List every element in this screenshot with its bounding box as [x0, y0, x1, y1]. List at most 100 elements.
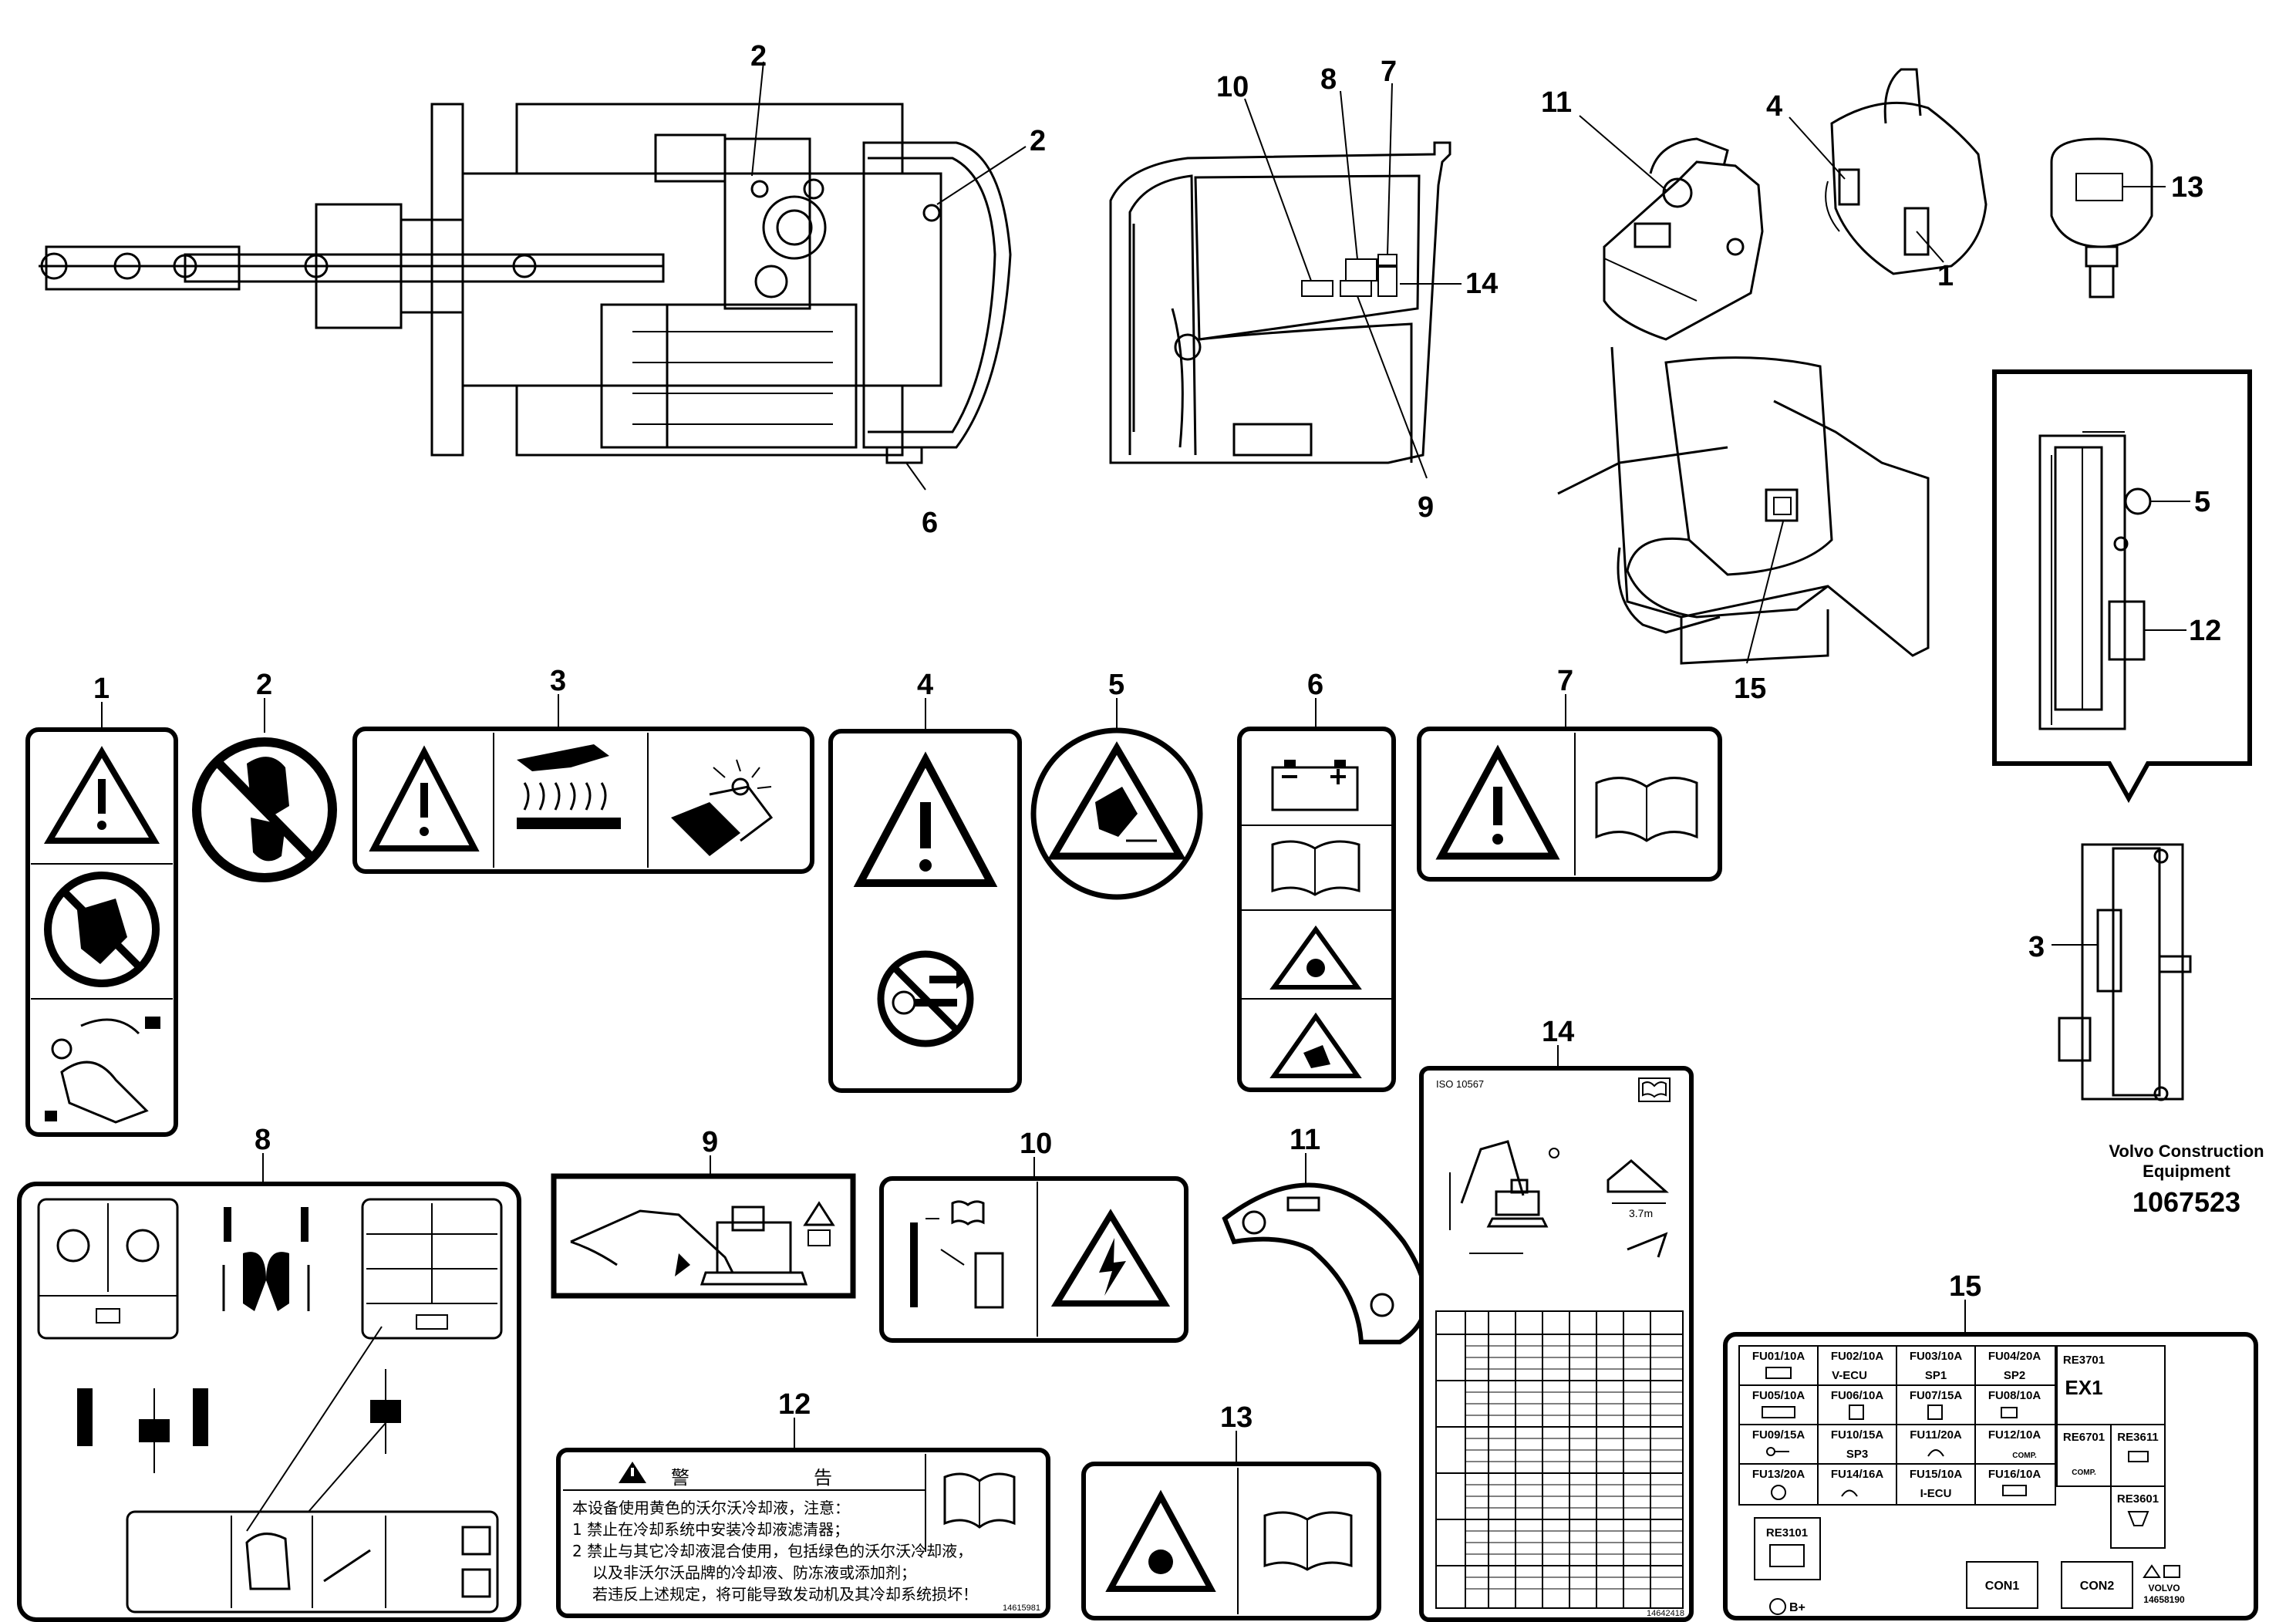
manual-icon [1271, 840, 1360, 896]
decal-4-ref: 4 [917, 669, 933, 701]
callout-11: 11 [1541, 86, 1572, 119]
relay-re3601: RE3601 [2117, 1492, 2159, 1506]
fuse-fu09: FU09/15A [1752, 1428, 1805, 1442]
lifting-capacity-chart: 3.7m [1449, 1140, 1669, 1258]
decal-10-ref: 10 [1020, 1128, 1052, 1160]
relay-ex1: EX1 [2065, 1376, 2102, 1399]
fuse-fu05: FU05/10A [1752, 1389, 1805, 1402]
decal-8: 8 [17, 1124, 521, 1622]
warning-triangle-icon [803, 1201, 835, 1246]
decal-11-ref: 11 [1290, 1124, 1320, 1156]
callout-9: 9 [1418, 491, 1434, 524]
decal-8-ref: 8 [255, 1124, 271, 1156]
decal-12-heading-left: 警 [671, 1467, 689, 1489]
b-plus-terminal: B+ [1789, 1601, 1805, 1614]
decal-1-ref: 1 [93, 673, 110, 705]
warning-triangle-icon [2143, 1564, 2161, 1578]
decal-2: 2 [192, 669, 337, 882]
battery-icon [1271, 760, 1359, 811]
manual-icon [1263, 1511, 1353, 1571]
travel-pedals-icon [222, 1207, 310, 1311]
fuse-grid [1738, 1345, 2056, 1506]
decal-12-ref: 12 [778, 1388, 811, 1421]
fuse-fu04-desc: SP2 [2004, 1369, 2025, 1382]
decal-9-ref: 9 [702, 1126, 718, 1158]
fuse-fu13: FU13/20A [1752, 1468, 1805, 1481]
decal-15: 15 FU01/10A FU02/10A V-ECU FU03/10A SP1 … [1723, 1270, 2258, 1620]
joystick-view [1825, 68, 1988, 275]
decal-12: 12 警 告 本设备使用黄色的沃尔沃冷却液，注意： 1 禁止在冷却系统中安装冷却… [556, 1388, 1050, 1618]
explosion-warning-icon [1105, 1489, 1216, 1592]
callout-5: 5 [2194, 486, 2210, 518]
callout-13: 13 [2171, 171, 2203, 204]
callout-10: 10 [1216, 71, 1249, 103]
decal-12-line-4: 以及非沃尔沃品牌的冷却液、防冻液或添加剂； [592, 1563, 916, 1582]
radiator-detail-frame [1992, 369, 2252, 804]
cab-view [1109, 141, 1451, 464]
fuse-fu15: FU15/10A [1910, 1468, 1963, 1481]
connector-con1: CON1 [1985, 1580, 2020, 1593]
decal-5-ref: 5 [1108, 669, 1124, 701]
entanglement-warning-icon [1030, 727, 1203, 900]
fuse-box-part-no: 14658190 [2143, 1594, 2185, 1605]
joystick-base-view [1603, 137, 1764, 341]
arc-decal-shape [1222, 1182, 1428, 1344]
fuse-fu15-desc: I-ECU [1920, 1487, 1952, 1500]
callout-15: 15 [1734, 673, 1766, 705]
decal-12-part-no: 14615981 [1003, 1603, 1040, 1613]
callout-6: 6 [922, 507, 938, 539]
decal-4: 4 [828, 669, 1022, 1093]
decal-12-line-5: 若违反上述规定，将可能导致发动机及其冷却系统损坏！ [592, 1585, 978, 1603]
fuse-fu03-desc: SP1 [1925, 1369, 1947, 1382]
no-hand-crush-icon [44, 872, 160, 987]
relay-re6701: RE6701 [2063, 1431, 2105, 1444]
document-info: Volvo Construction Equipment 1067523 [2082, 1141, 2291, 1219]
callout-14: 14 [1465, 268, 1498, 300]
connector-con2: CON2 [2080, 1580, 2115, 1593]
fuse-fu12: FU12/10A [1988, 1428, 2041, 1442]
callout-1: 1 [1937, 260, 1954, 292]
warning-triangle-icon [853, 751, 998, 887]
decal-7: 7 [1417, 665, 1722, 882]
decal-3: 3 [352, 665, 814, 874]
callout-7: 7 [1381, 56, 1397, 88]
manual-icon [943, 1472, 1016, 1529]
decal-14-dimension: 3.7m [1629, 1207, 1653, 1219]
decal-13: 13 [1081, 1401, 1381, 1620]
explosion-warning-icon [1269, 925, 1362, 990]
relay-re3611: RE3611 [2117, 1431, 2158, 1444]
decal-3-ref: 3 [550, 665, 566, 697]
remove-key-icon [877, 950, 974, 1047]
corrosive-warning-icon [1269, 1012, 1362, 1078]
excavator-callouts: 2 2 6 [750, 40, 1046, 539]
fuse-fu14: FU14/16A [1831, 1468, 1884, 1481]
relay-re3101: RE3101 [1766, 1526, 1808, 1539]
no-step-icon [192, 737, 337, 882]
electrical-hazard-icon [1050, 1209, 1171, 1307]
decal-13-ref: 13 [1220, 1401, 1253, 1434]
seat-callouts: 15 [1734, 521, 1784, 705]
relay-re3701: RE3701 [2063, 1354, 2105, 1367]
pressurized-spray-icon [671, 759, 774, 856]
fuse-fu16: FU16/10A [1988, 1468, 2041, 1481]
fuse-fu04: FU04/20A [1988, 1350, 2041, 1363]
decal-14: 14 ISO 10567 3.7m [1419, 1016, 1694, 1622]
callout-2a: 2 [750, 40, 767, 73]
decal-1: 1 [25, 673, 178, 1137]
excavator-swing-radius-icon [570, 1206, 808, 1286]
radiator-assembly [2058, 843, 2192, 1101]
fuse-fu06: FU06/10A [1831, 1389, 1884, 1402]
decal-15-ref: 15 [1949, 1270, 1981, 1303]
decal-14-part-no: 14642418 [1647, 1609, 1684, 1618]
cab-callouts: 10 8 7 14 9 [1216, 56, 1498, 524]
relay-grid [2056, 1345, 2166, 1549]
lifting-capacity-table [1435, 1310, 1684, 1609]
callout-12: 12 [2189, 615, 2221, 647]
fuse-fu03: FU03/10A [1910, 1350, 1963, 1363]
fuse-fu07: FU07/15A [1910, 1389, 1963, 1402]
warning-triangle-icon [619, 1462, 646, 1483]
warning-triangle-icon [1435, 744, 1560, 860]
decal-9: 9 [551, 1126, 856, 1299]
fuse-fu11: FU11/20A [1910, 1428, 1962, 1442]
